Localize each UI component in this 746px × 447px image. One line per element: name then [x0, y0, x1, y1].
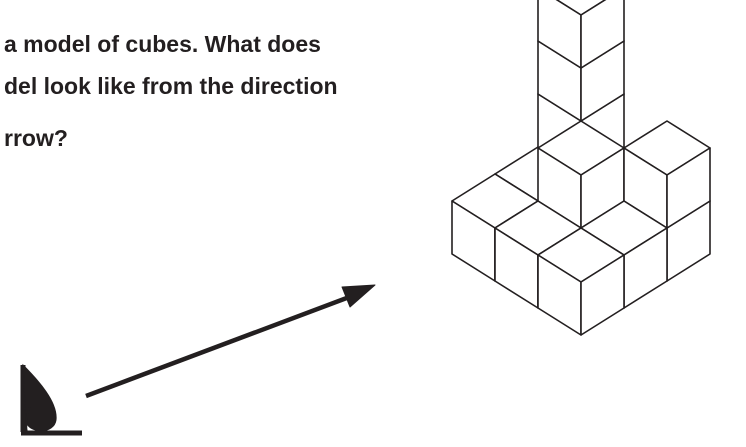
eye-icon — [20, 363, 82, 436]
cube-right-face — [580, 0, 625, 69]
cube — [537, 227, 625, 336]
arrow-icon — [85, 284, 376, 399]
cube-model — [451, 0, 711, 336]
cube-right-face — [580, 254, 625, 336]
cube — [623, 120, 711, 229]
cube — [537, 0, 625, 69]
cube-right-face — [666, 147, 711, 229]
cube — [537, 120, 625, 229]
